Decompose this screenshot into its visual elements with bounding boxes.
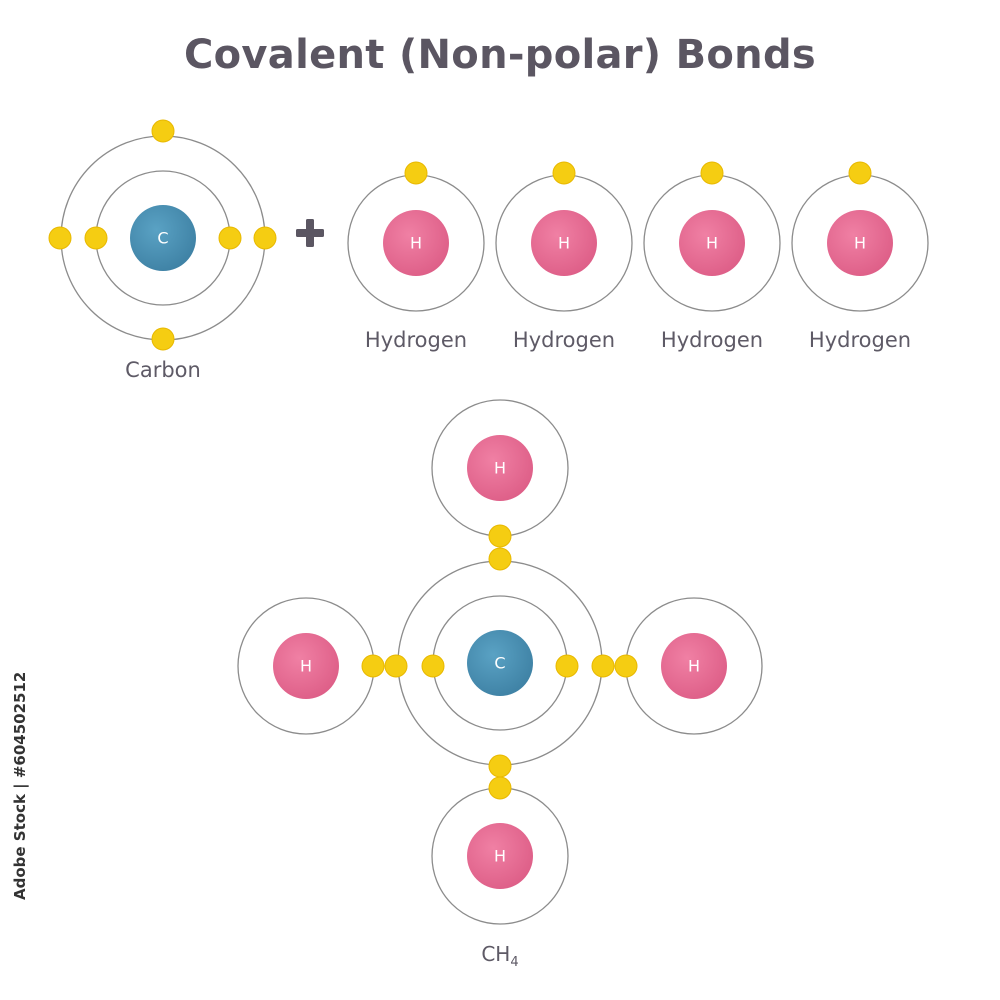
hydrogen-nucleus [383,210,449,276]
hydrogen-label-1: Hydrogen [364,328,468,352]
hydrogen-nucleus [661,633,727,699]
electron [700,161,724,185]
carbon-symbol: C [494,654,505,673]
hydrogen-atom-4: H [791,161,929,312]
electron [253,226,277,250]
hydrogen-label-4: Hydrogen [808,328,912,352]
hydrogen-symbol: H [688,657,700,676]
electron [218,226,242,250]
carbon-symbol: C [157,229,168,248]
electron [151,327,175,351]
electron [555,654,579,678]
hydrogen-label-3: Hydrogen [660,328,764,352]
hydrogen-atom-1: H [347,161,485,312]
hydrogen-symbol: H [854,234,866,253]
formula-main: CH [481,942,511,966]
methane-formula: CH4 [440,942,560,970]
hydrogen-symbol: H [494,847,506,866]
hydrogen-label-2: Hydrogen [512,328,616,352]
electron [48,226,72,250]
shared-electron [488,776,512,800]
carbon-nucleus [467,630,533,696]
hydrogen-symbol: H [300,657,312,676]
hydrogen-nucleus [467,823,533,889]
electron [848,161,872,185]
hydrogen-nucleus [531,210,597,276]
electron [552,161,576,185]
stock-id: Adobe Stock | #604502512 [11,671,29,900]
formula-subscript: 4 [510,955,519,970]
shared-electron [361,654,385,678]
diagram-title: Covalent (Non-polar) Bonds [183,32,817,78]
carbon-atom: C [48,119,277,351]
methane-molecule: C H H H H [237,399,763,925]
plus-icon [296,219,324,247]
hydrogen-symbol: H [410,234,422,253]
hydrogen-nucleus [679,210,745,276]
hydrogen-atom-2: H [495,161,633,312]
hydrogen-atom-3: H [643,161,781,312]
electron [404,161,428,185]
shared-electron [591,654,615,678]
carbon-nucleus [130,205,196,271]
hydrogen-symbol: H [558,234,570,253]
shared-electron [488,524,512,548]
electron [421,654,445,678]
shared-electron [614,654,638,678]
hydrogen-symbol: H [494,459,506,478]
hydrogen-nucleus [827,210,893,276]
carbon-label: Carbon [125,358,201,382]
hydrogen-nucleus [467,435,533,501]
hydrogen-symbol: H [706,234,718,253]
hydrogen-nucleus [273,633,339,699]
electron [151,119,175,143]
shared-electron [384,654,408,678]
electron [84,226,108,250]
shared-electron [488,754,512,778]
shared-electron [488,547,512,571]
